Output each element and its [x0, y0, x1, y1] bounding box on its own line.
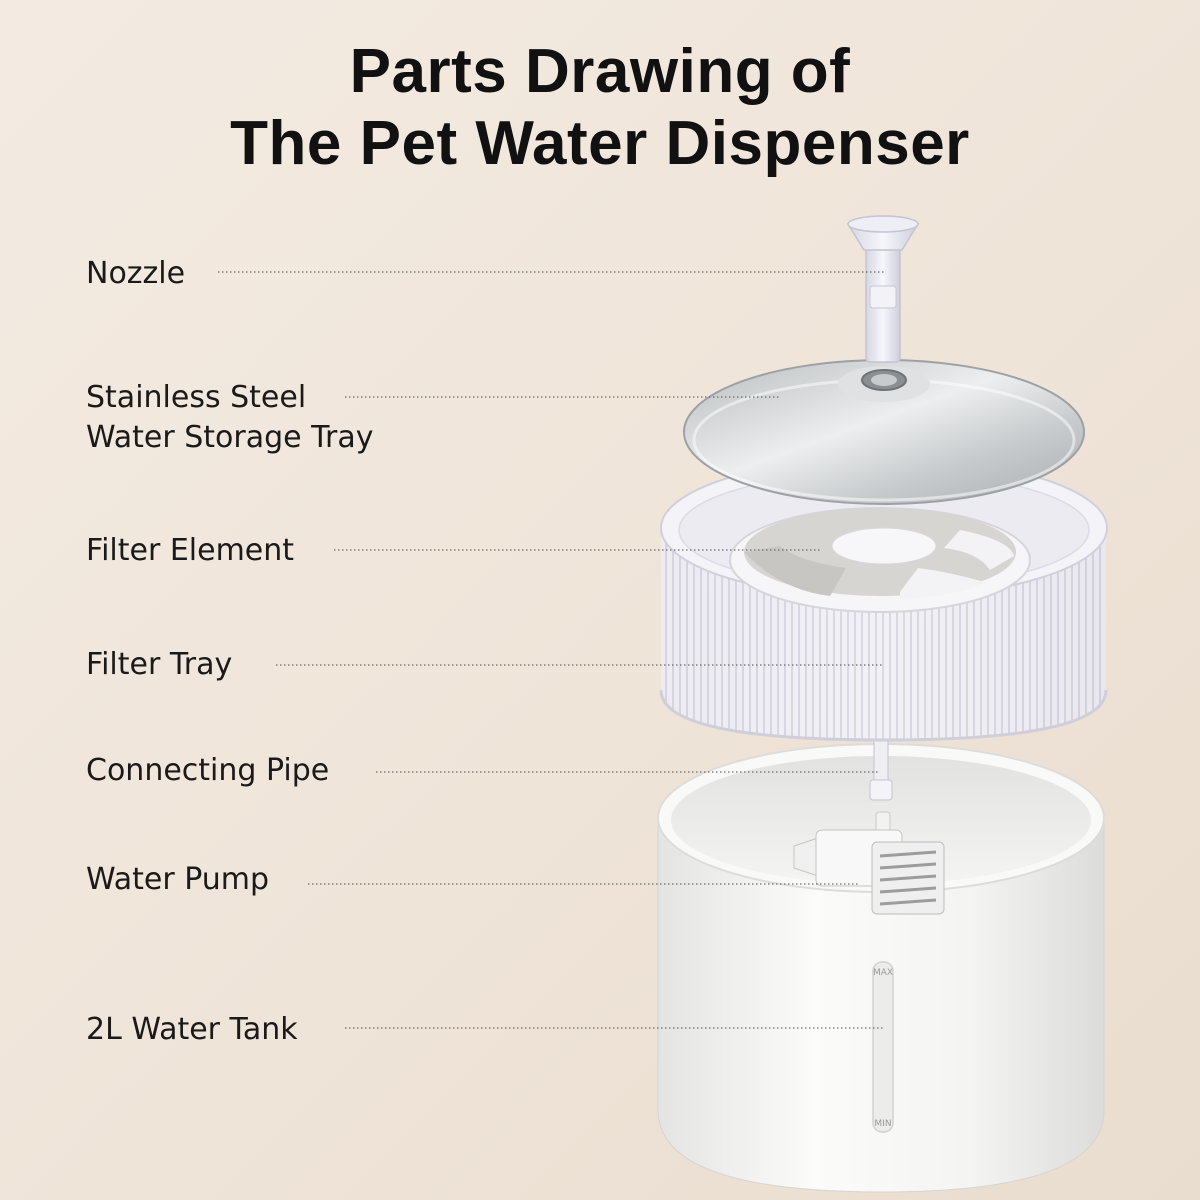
title-line-2: The Pet Water Dispenser [230, 109, 970, 178]
title-line-1: Parts Drawing of [349, 37, 851, 106]
water-tank: MAX MIN [657, 743, 1105, 1193]
label-nozzle: Nozzle [86, 256, 186, 291]
label-connecting-pipe: Connecting Pipe [86, 753, 330, 788]
max-mark: MAX [873, 968, 893, 978]
label-filter-tray: Filter Tray [86, 647, 233, 682]
label-water-tank: 2L Water Tank [86, 1012, 298, 1047]
leader-lines [218, 271, 884, 1029]
min-mark: MIN [874, 1119, 891, 1129]
label-water-pump: Water Pump [86, 862, 270, 897]
stainless-steel-tray [683, 359, 1085, 505]
water-pump [793, 811, 945, 915]
water-level-window [872, 961, 894, 1133]
page-title: Parts Drawing of The Pet Water Dispenser [0, 36, 1200, 180]
filter-element [729, 507, 1031, 613]
connecting-pipe [869, 737, 893, 801]
label-filter-element: Filter Element [86, 533, 295, 568]
nozzle [846, 215, 920, 363]
